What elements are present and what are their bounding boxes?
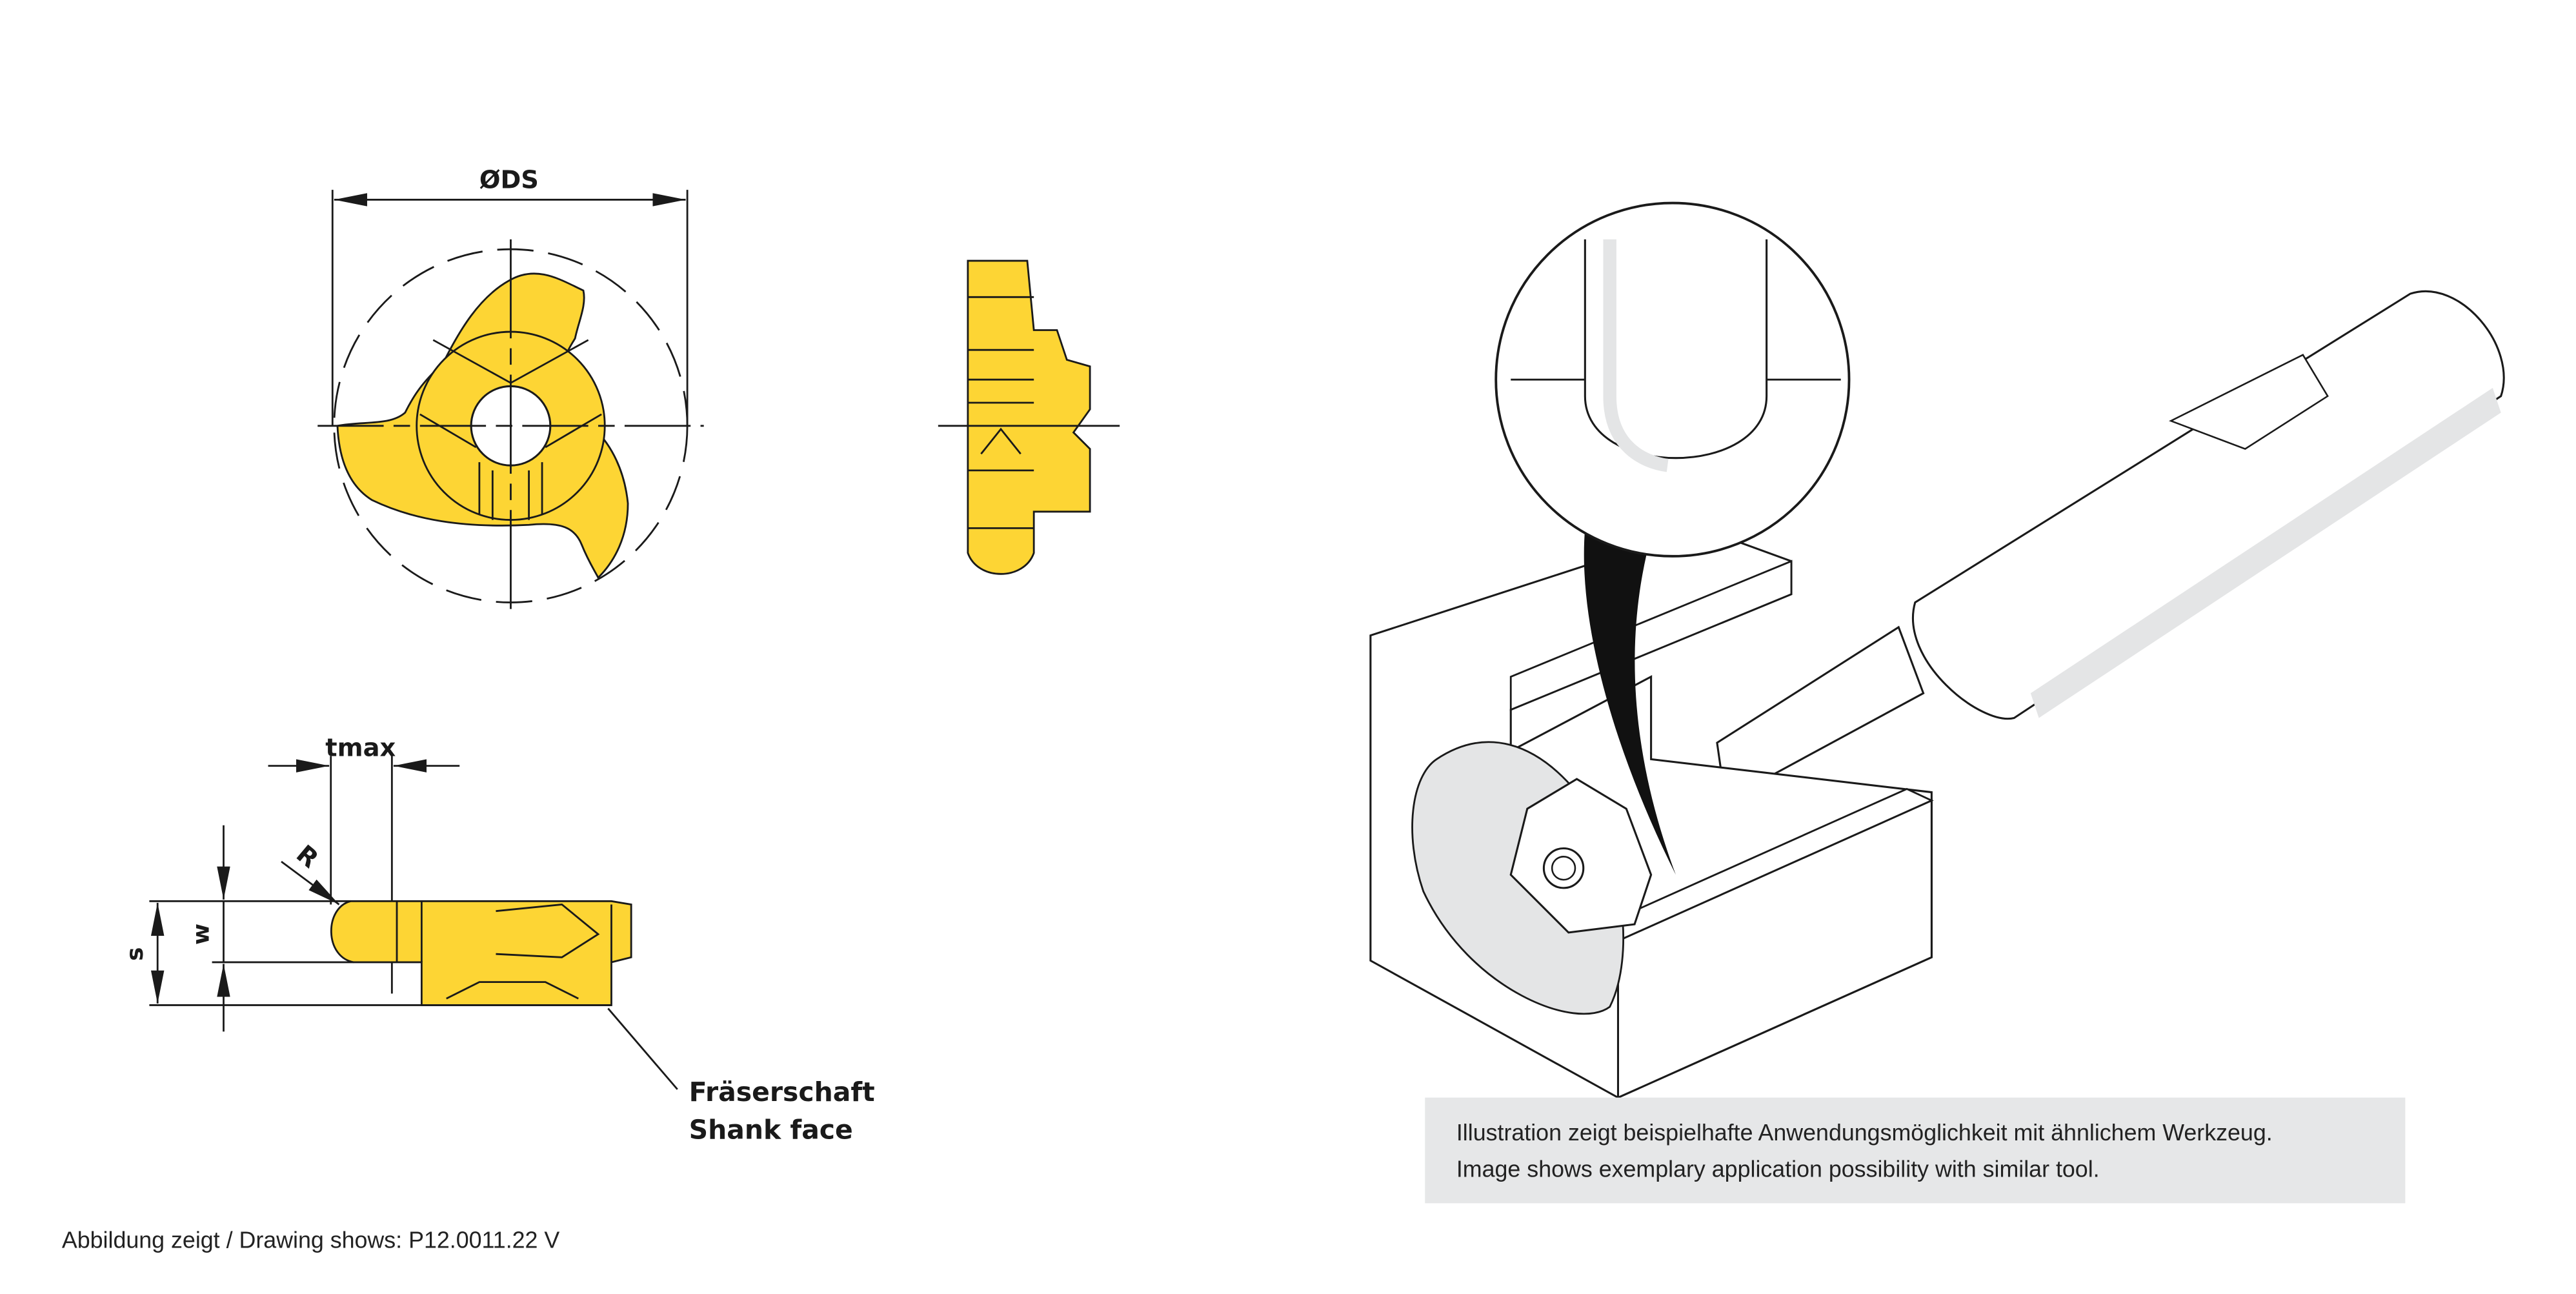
front-view: ØDS	[317, 166, 704, 614]
caption-en: Image shows exemplary application possib…	[1456, 1156, 2100, 1182]
tool-shank	[1912, 290, 2505, 720]
caption-de: Illustration zeigt beispielhafte Anwendu…	[1456, 1120, 2273, 1146]
w-label: w	[188, 924, 214, 945]
profile-view: tmax R s w Fräserschaft Shank face	[122, 733, 875, 1145]
radius-label: R	[290, 840, 324, 874]
application-illustration	[1369, 201, 2505, 1100]
insert-profile-shape	[330, 900, 632, 1006]
shank-face-label-en: Shank face	[689, 1115, 853, 1146]
tmax-label: tmax	[325, 733, 396, 762]
drawing-reference: Abbildung zeigt / Drawing shows: P12.001…	[62, 1227, 560, 1253]
diameter-label: ØDS	[479, 166, 539, 195]
shank-face-label-de: Fräserschaft	[689, 1077, 875, 1107]
illustration-caption: Illustration zeigt beispielhafte Anwendu…	[1425, 1097, 2406, 1204]
insert-in-use	[1509, 778, 1653, 934]
s-label: s	[122, 947, 148, 961]
side-view	[938, 259, 1120, 575]
magnifier-pointer	[1584, 528, 1676, 875]
